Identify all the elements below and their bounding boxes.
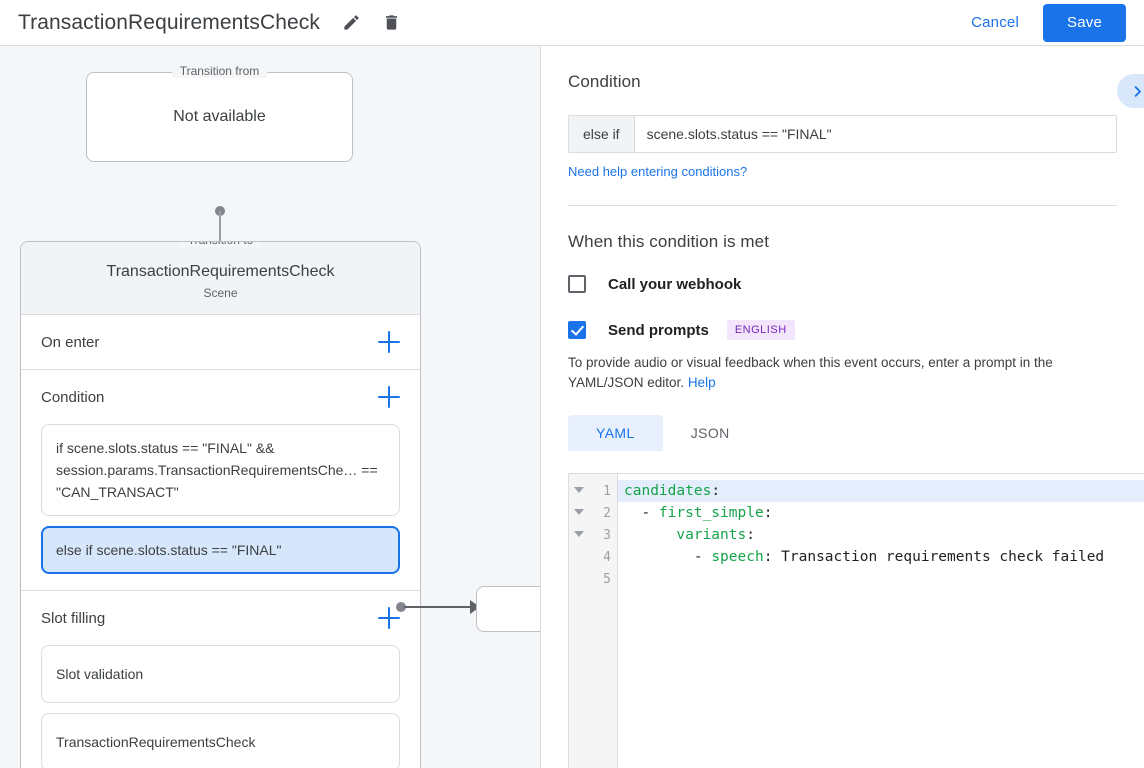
pencil-icon[interactable]	[338, 10, 364, 36]
transition-from-card: Transition from Not available	[86, 64, 353, 162]
connector-arrow-right-icon	[470, 600, 480, 614]
transition-to-card: Transition to TransactionRequirementsChe…	[20, 241, 421, 768]
editor-line-number: 5	[603, 571, 611, 587]
editor-code-area[interactable]: candidates: - first_simple: variants: - …	[618, 474, 1144, 768]
cancel-button[interactable]: Cancel	[957, 6, 1033, 39]
section-header: Slot filling	[41, 591, 400, 645]
condition-prefix-label: else if	[569, 116, 635, 152]
save-button[interactable]: Save	[1043, 3, 1126, 42]
condition-heading: Condition	[568, 72, 641, 91]
tab-yaml[interactable]: YAML	[568, 415, 663, 451]
fold-triangle-icon[interactable]	[574, 531, 584, 537]
fold-triangle-icon[interactable]	[574, 509, 584, 515]
webhook-label: Call your webhook	[608, 275, 742, 293]
chevron-right-icon[interactable]	[1117, 74, 1144, 108]
section-header: On enter	[41, 315, 400, 369]
transition-from-legend: Transition from	[171, 64, 268, 78]
section-condition: Condition if scene.slots.status == "FINA…	[21, 370, 420, 591]
add-on-enter-button[interactable]	[378, 331, 400, 353]
scene-type: Scene	[203, 286, 238, 300]
scene-header[interactable]: TransactionRequirementsCheck Scene	[21, 242, 420, 315]
condition-field-row: else if	[568, 115, 1117, 153]
page-title: TransactionRequirementsCheck	[18, 10, 320, 34]
condition-input[interactable]	[634, 116, 1116, 152]
editor-line-number: 4	[603, 549, 611, 565]
condition-block: Condition else if Need help entering con…	[541, 46, 1144, 206]
send-prompts-label: Send prompts	[608, 321, 709, 339]
fold-triangle-icon[interactable]	[574, 487, 584, 493]
flow-canvas[interactable]: Transition from Not available Transition…	[0, 46, 540, 768]
condition-node-else-if[interactable]: else if scene.slots.status == "FINAL"	[41, 526, 400, 574]
editor-code-line[interactable]: candidates:	[618, 480, 1144, 502]
scene-name: TransactionRequirementsCheck	[106, 263, 335, 280]
connector-line-horizontal	[404, 606, 472, 608]
add-condition-button[interactable]	[378, 386, 400, 408]
downstream-node-card[interactable]	[476, 586, 540, 632]
editor-code-line[interactable]	[618, 568, 1144, 590]
transition-to-legend: Transition to	[179, 242, 262, 247]
section-title-on-enter: On enter	[41, 333, 100, 351]
trash-icon[interactable]	[378, 10, 404, 36]
slot-node-slot-validation[interactable]: Slot validation	[41, 645, 400, 703]
editor-tabs: YAML JSON	[568, 415, 1117, 451]
transition-from-value: Not available	[173, 108, 266, 125]
language-badge: ENGLISH	[726, 320, 795, 340]
editor-code-line[interactable]: - speech: Transaction requirements check…	[624, 549, 1105, 565]
panel-divider	[540, 46, 541, 768]
panel-divider-horizontal	[568, 205, 1117, 206]
send-prompts-row[interactable]: Send prompts ENGLISH	[568, 320, 1117, 340]
slot-node-transaction-requirements-check[interactable]: TransactionRequirementsCheck	[41, 713, 400, 768]
when-condition-met-block: When this condition is met Call your web…	[541, 206, 1144, 451]
editor-code-line[interactable]: variants:	[676, 527, 755, 543]
editor-line-number: 2	[569, 502, 617, 524]
prompts-help-link[interactable]: Help	[687, 375, 716, 390]
editor-code-line[interactable]: - first_simple:	[624, 505, 773, 521]
connector-dot-out	[396, 602, 406, 612]
section-slot-filling: Slot filling Slot validation Transaction…	[21, 591, 420, 768]
condition-node-if[interactable]: if scene.slots.status == "FINAL" && sess…	[41, 424, 400, 516]
editor-line-number: 3	[569, 524, 617, 546]
section-header: Condition	[41, 370, 400, 424]
prompts-description: To provide audio or visual feedback when…	[568, 353, 1117, 393]
section-on-enter: On enter	[21, 315, 420, 370]
connector-line-vertical	[219, 211, 221, 256]
prompts-description-text: To provide audio or visual feedback when…	[568, 355, 1053, 390]
send-prompts-checkbox[interactable]	[568, 321, 586, 339]
webhook-checkbox-row[interactable]: Call your webhook	[568, 275, 1117, 293]
add-slot-filling-button[interactable]	[378, 607, 400, 629]
editor-line-number: 1	[569, 480, 617, 502]
when-condition-met-heading: When this condition is met	[568, 232, 770, 251]
webhook-checkbox[interactable]	[568, 275, 586, 293]
section-title-condition: Condition	[41, 388, 105, 406]
app-header: TransactionRequirementsCheck Cancel Save	[0, 0, 1144, 46]
condition-help-link[interactable]: Need help entering conditions?	[568, 164, 748, 179]
header-icon-group	[338, 10, 404, 36]
section-title-slot-filling: Slot filling	[41, 609, 106, 627]
tab-json[interactable]: JSON	[690, 425, 730, 441]
